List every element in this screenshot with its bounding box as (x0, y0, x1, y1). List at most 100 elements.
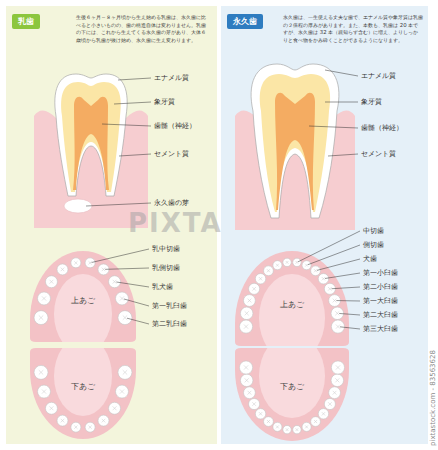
part-label: 第一小臼歯 (363, 269, 398, 277)
label-slot: 乳側切歯 (152, 264, 180, 272)
tooth-cusp (39, 315, 43, 319)
tooth-cusp (89, 261, 92, 264)
tooth-cusp (120, 296, 124, 300)
tooth-cusp (322, 277, 325, 280)
tooth-cusp (335, 311, 339, 315)
leader-line (124, 299, 149, 306)
tooth-cusp (245, 311, 249, 315)
tooth-cusp (248, 299, 252, 303)
tooth (264, 266, 274, 276)
tooth-cusp (42, 389, 46, 393)
tooth-cusp (296, 261, 299, 264)
tooth-cusp (113, 280, 117, 284)
tooth-cusp (123, 370, 127, 374)
tooth-cusp (328, 402, 332, 406)
paragraph-slot: 永久歯は、一生使える丈夫な歯で、エナメル質や象牙質は乳歯の２倍程の厚みがあります… (283, 14, 423, 44)
tooth-cusp (102, 268, 106, 272)
tooth-cusp (252, 402, 256, 406)
tooth-cusp (328, 287, 332, 291)
leader-line (116, 282, 149, 287)
tooth-cusp (328, 287, 332, 291)
part-label: 第一乳臼歯 (152, 302, 187, 310)
tooth-cusp (286, 428, 289, 431)
tooth-cusp (61, 268, 65, 272)
leader-line (317, 259, 360, 270)
tooth-cusp (305, 264, 308, 267)
tooth-cusp (89, 261, 92, 264)
description-text: 永久歯は、一生使える丈夫な歯で、エナメル質や象牙質は乳歯の２倍程の厚みがあります… (283, 14, 423, 44)
tooth-cusp (252, 402, 256, 406)
dentin (260, 74, 330, 212)
tooth-cusp (74, 261, 77, 264)
tooth-cusp (276, 425, 279, 428)
part-label: 中切歯 (363, 227, 384, 235)
tooth-cusp (42, 296, 46, 300)
tooth (249, 283, 260, 294)
watermark-slot: PIXTA (128, 208, 223, 238)
tooth-cusp (305, 425, 308, 428)
tooth-cusp (305, 425, 308, 428)
label-slot: 第二乳臼歯 (152, 320, 187, 328)
tooth-cusp (276, 425, 279, 428)
tooth-cusp (322, 277, 325, 280)
tooth-cusp (296, 261, 299, 264)
tooth-cusp (276, 264, 279, 267)
label-slot: 乳犬歯 (152, 283, 173, 291)
label-slot: 第一乳臼歯 (152, 302, 187, 310)
pulp (73, 97, 109, 190)
tooth-cusp (74, 426, 77, 429)
label-slot: セメント質 (154, 150, 189, 158)
tooth (255, 409, 265, 419)
tooth (118, 311, 132, 325)
tooth-cusp (259, 277, 262, 280)
label-slot: 中切歯 (363, 227, 384, 235)
jaw: 下あご (26, 348, 140, 440)
leader-line (118, 78, 151, 80)
tab-heading: 永久歯 (227, 14, 263, 29)
tooth (118, 365, 132, 379)
tooth-cusp (244, 324, 248, 328)
part-label: 犬歯 (363, 255, 377, 263)
leader-layer (221, 6, 428, 444)
part-label: 乳中切歯 (152, 245, 180, 253)
jaw-name: 上あご (26, 250, 140, 305)
label-slot: 第二小臼歯 (363, 283, 398, 291)
tooth-cusp (322, 412, 325, 415)
tooth-cusp (252, 287, 256, 291)
leader-line (127, 318, 149, 324)
tooth (109, 276, 121, 288)
tooth-cusp (335, 378, 339, 382)
tooth (324, 398, 335, 409)
leader-line (105, 268, 149, 269)
part-label: 乳側切歯 (152, 264, 180, 272)
tooth-cusp (245, 378, 249, 382)
tooth-cusp (42, 296, 46, 300)
part-label: 第二小臼歯 (363, 283, 398, 291)
part-label: 第二大臼歯 (363, 311, 398, 319)
tooth (109, 402, 121, 414)
tooth-cusp (50, 280, 54, 284)
tooth (240, 307, 253, 320)
tooth-cusp (248, 391, 252, 395)
tooth (34, 365, 48, 379)
leader-line (308, 245, 360, 265)
leader-line (119, 154, 151, 156)
leader-line (86, 203, 151, 206)
tooth-cusp (333, 391, 337, 395)
jaw-name: 下あご (26, 348, 140, 391)
label-slot: 第一大臼歯 (363, 297, 398, 305)
tab: 永久歯 (227, 14, 263, 29)
palate (259, 274, 325, 346)
tooth-cusp (113, 406, 117, 410)
jaw-name: 上あご (233, 250, 351, 309)
tab: 乳歯 (12, 14, 40, 29)
part-label: 永久歯の芽 (154, 199, 189, 207)
part-label: 象牙質 (154, 98, 175, 106)
part-label: 象牙質 (361, 98, 382, 106)
tooth (45, 276, 57, 288)
label-slot: エナメル質 (154, 74, 189, 82)
tooth (331, 307, 344, 320)
tooth-cusp (296, 428, 299, 431)
leader-line (328, 154, 358, 156)
tooth-cusp (102, 268, 106, 272)
